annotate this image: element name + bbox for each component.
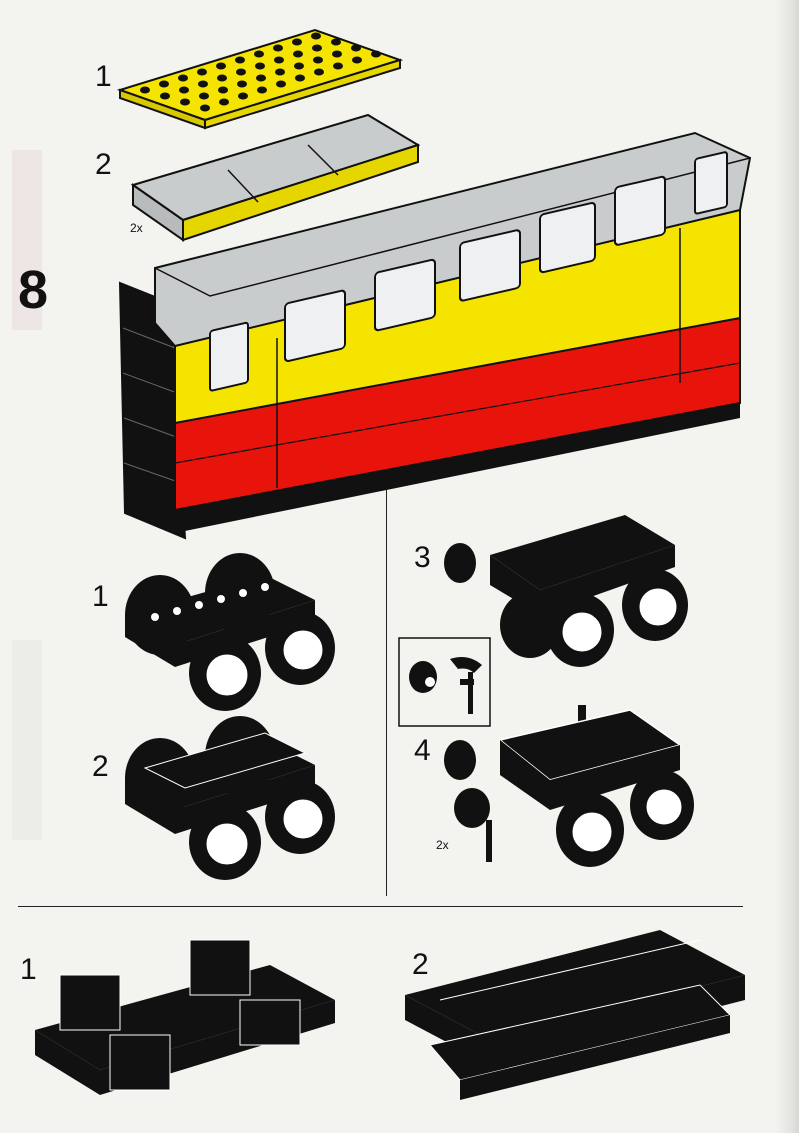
- stud: [295, 75, 305, 82]
- page-step-number: 8: [18, 262, 48, 318]
- stud: [275, 69, 285, 76]
- stud: [140, 87, 150, 94]
- substep-number: 4: [414, 736, 431, 766]
- stud: [180, 99, 190, 106]
- stud: [237, 81, 247, 88]
- stud: [217, 75, 227, 82]
- vertical-divider: [386, 487, 387, 896]
- substep-number: 2: [92, 752, 109, 782]
- stud: [371, 51, 381, 58]
- stud: [292, 39, 302, 46]
- stud: [218, 87, 228, 94]
- stud: [333, 63, 343, 70]
- stud: [273, 45, 283, 52]
- stud: [255, 63, 265, 70]
- stud: [311, 33, 321, 40]
- stud: [276, 81, 286, 88]
- yellow-plate-illustration: [115, 10, 405, 120]
- horizontal-divider: [18, 906, 743, 907]
- substep-number: 1: [95, 62, 112, 92]
- train-car-illustration: [115, 118, 755, 543]
- stud: [160, 93, 170, 100]
- bogie-step4-illustration: [440, 700, 690, 870]
- bogie-step1-illustration: [115, 555, 340, 715]
- page-fold-shadow: [775, 0, 799, 1133]
- stud: [178, 75, 188, 82]
- stud: [197, 69, 207, 76]
- stud: [332, 51, 342, 58]
- stud: [293, 51, 303, 58]
- stud: [198, 81, 208, 88]
- stud: [351, 45, 361, 52]
- stud: [179, 87, 189, 94]
- bogie-step2-illustration: [115, 718, 340, 888]
- stud: [238, 93, 248, 100]
- stud: [219, 99, 229, 106]
- base-step2-illustration: [400, 915, 750, 1105]
- stud: [216, 63, 226, 70]
- stud: [314, 69, 324, 76]
- stud: [274, 57, 284, 64]
- stud: [235, 57, 245, 64]
- stud: [294, 63, 304, 70]
- substep-number: 2: [95, 150, 112, 180]
- stud: [331, 39, 341, 46]
- stud: [199, 93, 209, 100]
- stud: [352, 57, 362, 64]
- stud: [159, 81, 169, 88]
- stud: [254, 51, 264, 58]
- substep-number: 3: [414, 543, 431, 573]
- stud: [312, 45, 322, 52]
- stud: [236, 69, 246, 76]
- base-step1-illustration: [30, 925, 340, 1105]
- stud: [257, 87, 267, 94]
- bleed-through-shadow: [12, 640, 42, 840]
- stud: [256, 75, 266, 82]
- substep-number: 1: [92, 582, 109, 612]
- stud: [313, 57, 323, 64]
